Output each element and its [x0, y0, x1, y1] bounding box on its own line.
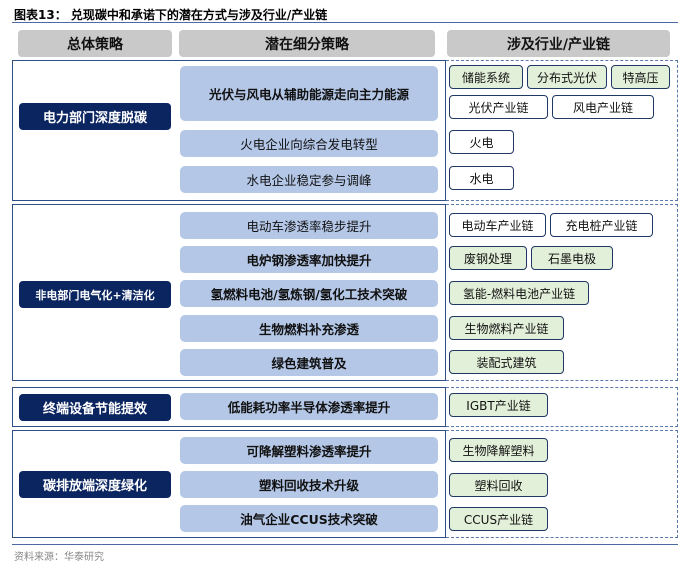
sub-strategy: 可降解塑料渗透率提升: [180, 437, 438, 464]
industry-tag: 塑料回收: [449, 473, 548, 497]
industry-tag: 储能系统: [449, 65, 523, 89]
industry-tag: 装配式建筑: [449, 350, 564, 374]
industry-tag: 水电: [449, 166, 514, 190]
section-frame: [12, 430, 446, 538]
sub-strategy: 塑料回收技术升级: [180, 471, 438, 498]
industry-tag: 生物降解塑料: [449, 438, 548, 462]
sub-strategy: 低能耗功率半导体渗透率提升: [180, 393, 438, 420]
source-note: 资料来源：华泰研究: [14, 552, 104, 563]
figure-title: 图表13： 兑现碳中和承诺下的潜在方式与涉及行业/产业链: [14, 8, 328, 22]
sub-strategy: 氢燃料电池/氢炼钢/氢化工技术突破: [180, 280, 438, 307]
sub-strategy: 火电企业向综合发电转型: [180, 130, 438, 157]
industry-tag: 风电产业链: [552, 95, 654, 119]
section-frame: [12, 204, 446, 381]
sub-strategy: 光伏与风电从辅助能源走向主力能源: [180, 66, 438, 121]
header-sub: 潜在细分策略: [179, 30, 435, 57]
industry-tag: IGBT产业链: [449, 393, 548, 417]
sub-strategy: 水电企业稳定参与调峰: [180, 166, 438, 193]
industry-tag: 光伏产业链: [449, 95, 548, 119]
header-industry: 涉及行业/产业链: [447, 30, 670, 57]
industry-tag: 特高压: [611, 65, 670, 89]
sub-strategy: 电炉钢渗透率加快提升: [180, 246, 438, 273]
sub-strategy: 油气企业CCUS技术突破: [180, 505, 438, 532]
strategy-power: 电力部门深度脱碳: [19, 103, 171, 130]
sub-strategy: 生物燃料补充渗透: [180, 315, 438, 342]
industry-tag: 分布式光伏: [527, 65, 607, 89]
section-frame: [12, 387, 446, 427]
section-tags-frame: [446, 430, 678, 538]
title-rule: [12, 22, 678, 23]
industry-tag: 氢能-燃料电池产业链: [449, 281, 589, 305]
sub-strategy: 电动车渗透率稳步提升: [180, 212, 438, 239]
section-tags-frame: [446, 387, 678, 427]
strategy-non-power: 非电部门电气化+清洁化: [19, 281, 171, 308]
industry-tag: 电动车产业链: [449, 213, 546, 237]
section-frame: [12, 60, 446, 201]
industry-tag: 石墨电极: [531, 246, 613, 270]
industry-tag: 废钢处理: [449, 246, 527, 270]
sub-strategy: 绿色建筑普及: [180, 349, 438, 376]
industry-tag: 火电: [449, 130, 514, 154]
industry-tag: 充电桩产业链: [550, 213, 653, 237]
section-tags-frame: [446, 204, 678, 381]
industry-tag: CCUS产业链: [449, 507, 548, 531]
industry-tag: 生物燃料产业链: [449, 316, 564, 340]
strategy-terminal: 终端设备节能提效: [19, 394, 171, 421]
section-tags-frame: [446, 60, 678, 201]
strategy-emission: 碳排放端深度绿化: [19, 471, 171, 498]
header-overall: 总体策略: [18, 30, 172, 57]
footer-rule: [12, 544, 678, 545]
